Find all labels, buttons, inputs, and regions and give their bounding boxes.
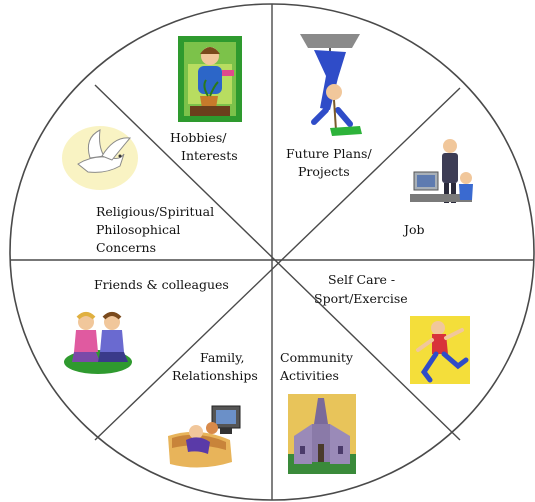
label-line: Self Care -	[328, 272, 395, 287]
segment-religious: Religious/Spiritual Philosophical Concer…	[62, 126, 218, 255]
label-line: Friends & colleagues	[94, 277, 229, 292]
label-religious: Religious/Spiritual Philosophical Concer…	[96, 204, 218, 255]
church-icon	[288, 394, 356, 474]
label-line: Philosophical	[96, 222, 180, 237]
label-line: Activities	[279, 368, 339, 383]
segment-family: Family, Relationships	[168, 350, 258, 468]
label-line: Sport/Exercise	[314, 291, 408, 306]
gardening-person-icon	[178, 36, 242, 122]
climber-icon	[300, 34, 362, 136]
label-line: Future Plans/	[286, 146, 372, 161]
label-line: Projects	[298, 164, 350, 179]
divider-diagonal-down	[94, 87, 461, 441]
label-community: Community Activities	[279, 350, 357, 383]
label-line: Hobbies/	[170, 130, 227, 145]
label-family: Family, Relationships	[172, 350, 258, 383]
label-friends: Friends & colleagues	[94, 277, 229, 292]
runner-icon	[410, 316, 470, 384]
label-line: Relationships	[172, 368, 258, 383]
label-line: Interests	[181, 148, 238, 163]
sofa-tv-icon	[168, 405, 241, 468]
office-workers-computer-icon	[410, 139, 473, 203]
label-line: Religious/Spiritual	[96, 204, 214, 219]
segment-hobbies: Hobbies/ Interests	[170, 36, 242, 163]
label-line: Job	[402, 222, 425, 237]
segment-job: Job	[402, 139, 473, 237]
segment-friends: Friends & colleagues	[64, 277, 229, 374]
label-selfcare: Self Care - Sport/Exercise	[314, 272, 408, 306]
label-job: Job	[402, 222, 425, 237]
divider-diagonal-up	[94, 84, 461, 441]
label-line: Community	[280, 350, 354, 365]
segment-community: Community Activities	[279, 350, 357, 474]
label-future: Future Plans/ Projects	[286, 146, 376, 179]
segment-future: Future Plans/ Projects	[286, 34, 376, 179]
friends-sitting-icon	[64, 312, 132, 374]
wheel-dividers	[10, 4, 534, 500]
segment-selfcare: Self Care - Sport/Exercise	[314, 272, 470, 384]
label-line: Concerns	[96, 240, 156, 255]
label-line: Family,	[200, 350, 245, 365]
label-hobbies: Hobbies/ Interests	[170, 130, 238, 163]
dove-icon	[62, 126, 138, 190]
